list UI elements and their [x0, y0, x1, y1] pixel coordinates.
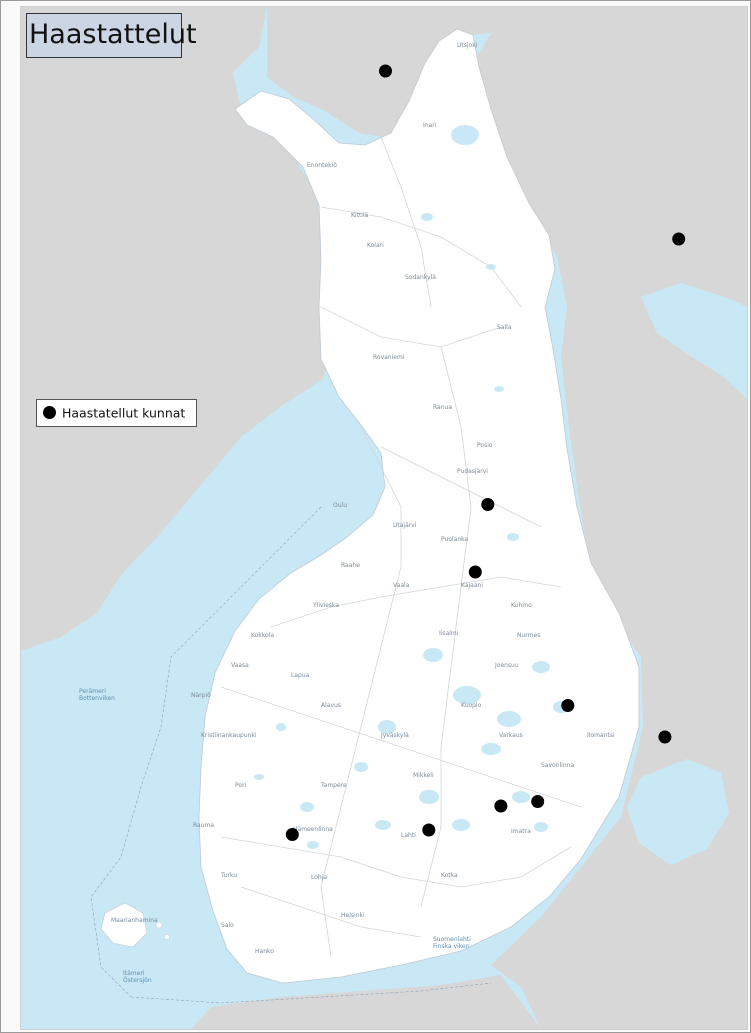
- svg-text:Jyväskylä: Jyväskylä: [380, 732, 409, 739]
- municipality-marker[interactable]: [672, 232, 686, 246]
- svg-text:Inari: Inari: [423, 122, 437, 129]
- svg-text:Oulu: Oulu: [333, 502, 347, 509]
- sea-label: Suomenlahti: [433, 936, 471, 943]
- svg-text:Raahe: Raahe: [341, 562, 360, 569]
- svg-text:Posio: Posio: [477, 442, 493, 449]
- map-area[interactable]: Perämeri Bottenviken Suomenlahti Finska …: [20, 6, 748, 1030]
- legend-marker-dot-icon: [43, 406, 56, 419]
- neighbour-land-estonia: [191, 975, 541, 1029]
- white-sea: [641, 283, 747, 399]
- svg-text:Pori: Pori: [235, 782, 247, 789]
- municipality-marker[interactable]: [481, 498, 495, 511]
- svg-text:Tampere: Tampere: [320, 782, 347, 789]
- svg-text:Turku: Turku: [220, 872, 237, 879]
- svg-text:Utajärvi: Utajärvi: [393, 522, 417, 529]
- svg-text:Lapua: Lapua: [291, 672, 310, 679]
- sea-label: Östersjön: [123, 977, 152, 984]
- svg-text:Kokkola: Kokkola: [251, 632, 274, 639]
- maritime-boundaries: [90, 506, 492, 1004]
- map-svg: Perämeri Bottenviken Suomenlahti Finska …: [21, 7, 747, 1029]
- legend: Haastatellut kunnat: [36, 399, 197, 427]
- svg-text:Kittilä: Kittilä: [351, 212, 369, 219]
- svg-text:Pudasjärvi: Pudasjärvi: [457, 468, 488, 475]
- svg-text:Vaala: Vaala: [393, 582, 410, 589]
- svg-text:Salla: Salla: [497, 324, 512, 331]
- sea-label: Bottenviken: [79, 695, 115, 702]
- svg-text:Ranua: Ranua: [433, 404, 452, 411]
- municipality-marker[interactable]: [468, 565, 482, 579]
- municipality-marker[interactable]: [285, 828, 299, 841]
- svg-text:Hämeenlinna: Hämeenlinna: [293, 826, 333, 833]
- municipality-marker[interactable]: [379, 64, 392, 78]
- svg-text:Enontekiö: Enontekiö: [307, 162, 337, 169]
- svg-text:Iisalmi: Iisalmi: [439, 630, 459, 637]
- svg-text:Närpiö: Närpiö: [191, 692, 211, 699]
- legend-label: Haastatellut kunnat: [62, 405, 186, 421]
- svg-text:Puolanka: Puolanka: [441, 536, 469, 543]
- map-title-text: Haastattelut: [29, 19, 197, 50]
- svg-text:Rovaniemi: Rovaniemi: [373, 354, 405, 361]
- aland-islet: [155, 921, 163, 929]
- municipality-marker[interactable]: [531, 795, 545, 808]
- place-labels: Utsjoki Inari Enontekiö Kittilä Kolari S…: [111, 42, 615, 955]
- neighbour-land-norway: [267, 7, 747, 139]
- svg-text:Sodankylä: Sodankylä: [405, 274, 436, 281]
- svg-text:Lohja: Lohja: [311, 874, 327, 881]
- svg-text:Kuopio: Kuopio: [461, 702, 482, 709]
- svg-text:Helsinki: Helsinki: [341, 912, 365, 919]
- svg-text:Ilomantsi: Ilomantsi: [587, 732, 615, 739]
- lakes: [254, 125, 569, 849]
- svg-text:Kotka: Kotka: [441, 872, 458, 879]
- municipality-marker[interactable]: [561, 699, 575, 712]
- svg-text:Ylivieska: Ylivieska: [312, 602, 339, 609]
- svg-text:Mikkeli: Mikkeli: [413, 772, 434, 779]
- svg-text:Kuhmo: Kuhmo: [511, 602, 532, 609]
- sea-label: Perämeri: [79, 688, 106, 695]
- lake-ladoga: [627, 759, 729, 865]
- svg-text:Alavus: Alavus: [321, 702, 341, 709]
- roads: [220, 136, 582, 958]
- svg-text:Savonlinna: Savonlinna: [541, 762, 574, 769]
- svg-text:Maarianhamina: Maarianhamina: [111, 917, 158, 924]
- svg-text:Rauma: Rauma: [193, 822, 214, 829]
- municipality-marker[interactable]: [658, 730, 672, 744]
- neighbour-land-sweden: [21, 7, 341, 651]
- interviewed-municipality-markers: [285, 64, 686, 841]
- aland-islet: [164, 934, 170, 940]
- svg-text:Hanko: Hanko: [255, 948, 274, 955]
- municipality-marker[interactable]: [494, 799, 508, 813]
- svg-text:Vaasa: Vaasa: [231, 662, 249, 669]
- svg-text:Imatra: Imatra: [511, 828, 531, 835]
- finland-land: [198, 28, 640, 984]
- sea-label: Itämeri: [123, 970, 145, 977]
- svg-text:Nurmes: Nurmes: [517, 632, 540, 639]
- svg-text:Kajaani: Kajaani: [461, 582, 483, 589]
- svg-text:Kolari: Kolari: [367, 242, 384, 249]
- svg-text:Utsjoki: Utsjoki: [457, 42, 478, 49]
- svg-text:Kristiinankaupunki: Kristiinankaupunki: [201, 732, 257, 739]
- svg-text:Salo: Salo: [221, 922, 234, 929]
- municipality-marker[interactable]: [422, 823, 436, 837]
- sea-label: Finska viken: [433, 943, 470, 950]
- svg-text:Varkaus: Varkaus: [499, 732, 523, 739]
- aland-islands: [100, 902, 148, 948]
- svg-text:Joensuu: Joensuu: [494, 662, 519, 669]
- svg-text:Lahti: Lahti: [401, 832, 416, 839]
- map-title: Haastattelut: [26, 13, 197, 58]
